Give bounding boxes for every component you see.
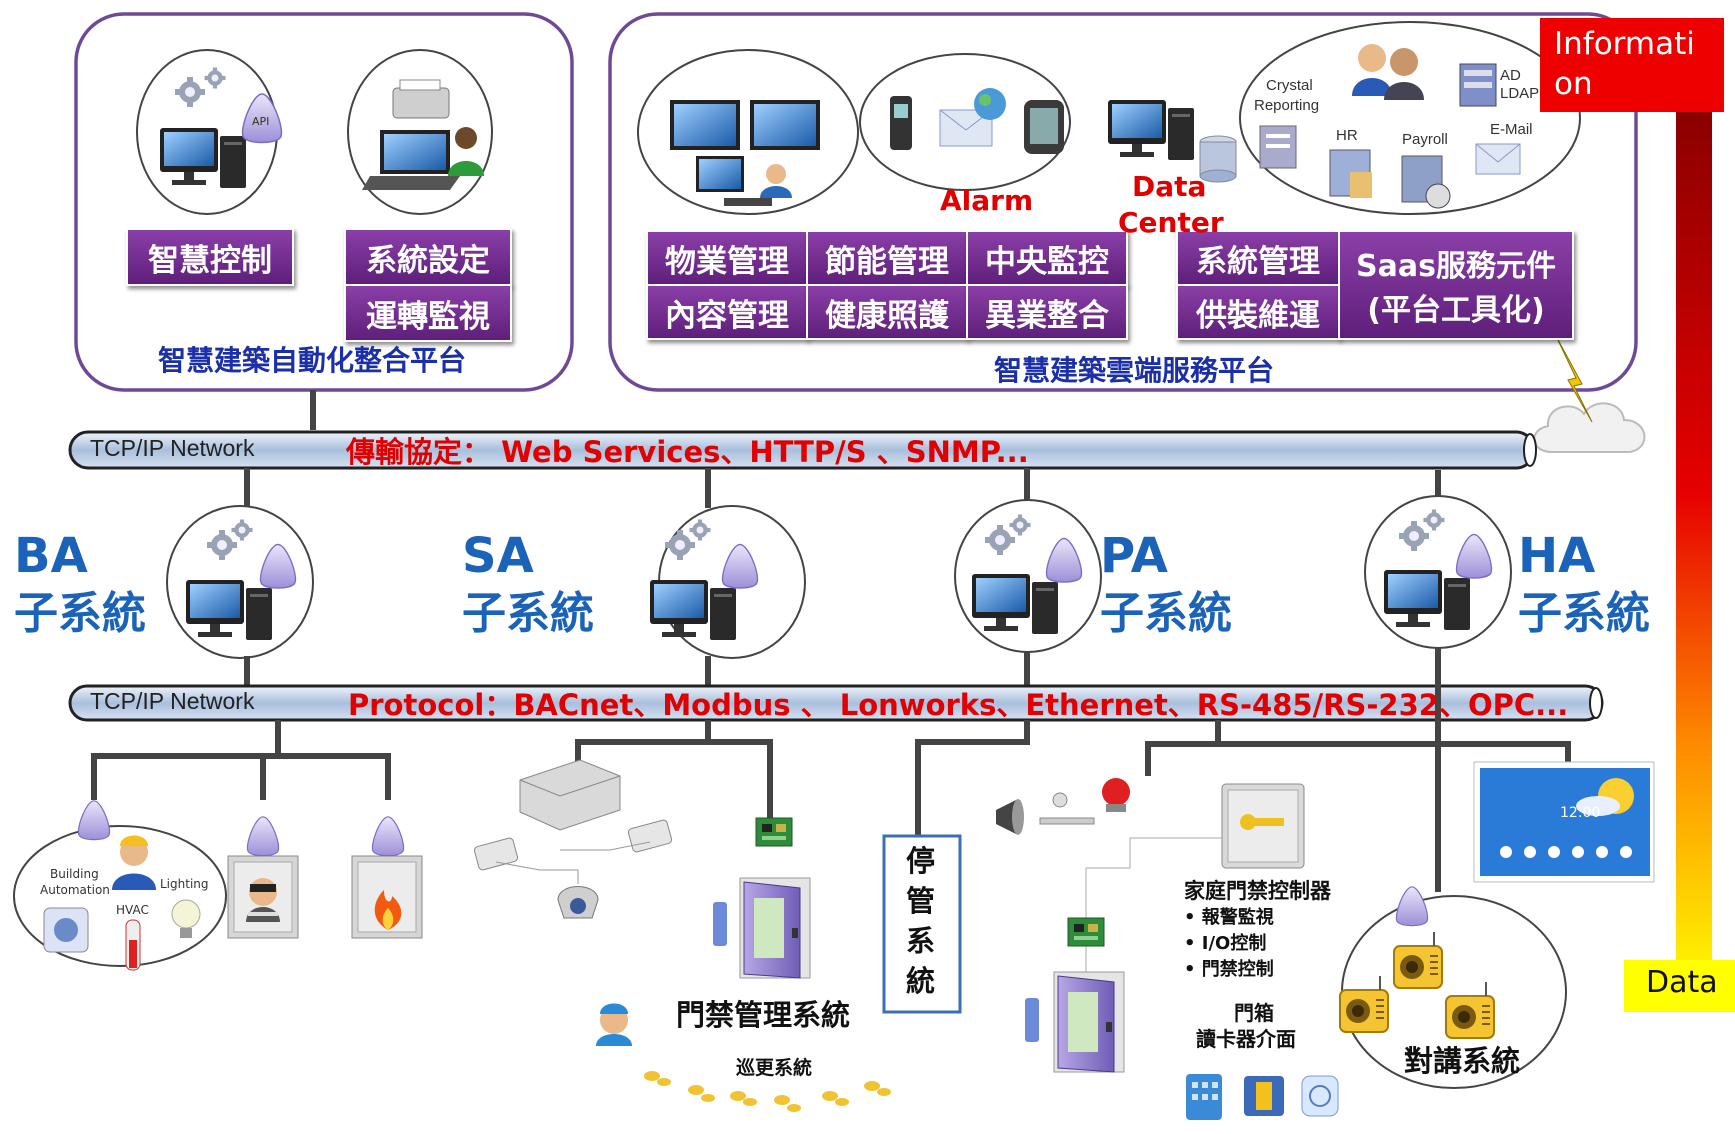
hr-label: HR	[1336, 127, 1358, 144]
saas-components-box[interactable]: Saas服務元件 (平台工具化)	[1338, 230, 1574, 340]
saas-line-1: Saas服務元件	[1356, 249, 1556, 284]
data-center-label-2: Center	[1118, 206, 1224, 239]
ha-subsystem: 子系統	[1518, 588, 1650, 639]
network-2-protocols: Protocol：BACnet、Modbus 、 Lonworks、Ethern…	[348, 688, 1569, 722]
button-system-mgmt[interactable]: 系統管理	[1176, 230, 1340, 286]
information-box: Informati on	[1540, 18, 1724, 112]
pa-abbr: PA	[1100, 528, 1168, 584]
access-control-label: 門禁管理系統	[676, 998, 851, 1032]
automation-label: Automation	[40, 883, 110, 897]
building-label: Building	[50, 867, 99, 881]
home-controller-item-1: • 報警監視	[1184, 907, 1274, 928]
door-box-label: 門箱	[1234, 1001, 1274, 1025]
saas-line-2: (平台工具化)	[1367, 293, 1545, 328]
reporting-label: Reporting	[1254, 97, 1320, 114]
alarm-label: Alarm	[940, 184, 1034, 217]
button-operation-monitoring[interactable]: 運轉監視	[344, 284, 512, 342]
panel-time: 12:00	[1560, 805, 1601, 821]
automation-platform-title: 智慧建築自動化整合平台	[158, 344, 467, 377]
hvac-label: HVAC	[116, 903, 149, 917]
network-1-label: TCP/IP Network	[90, 435, 255, 461]
parking-box	[882, 834, 962, 1014]
parking-char-2: 管	[906, 884, 936, 918]
ba-subsystem: 子系統	[14, 588, 146, 639]
home-controller-item-2: • I/O控制	[1184, 933, 1267, 954]
card-reader-label: 讀卡器介面	[1196, 1027, 1296, 1051]
email-label: E-Mail	[1490, 121, 1533, 138]
data-box	[1624, 960, 1735, 1012]
crystal-label: Crystal	[1266, 77, 1313, 94]
parking-char-4: 統	[906, 964, 936, 998]
api-label: API	[252, 115, 270, 128]
pa-subsystem: 子系統	[1100, 588, 1232, 639]
button-provisioning-ops[interactable]: 供裝維運	[1176, 284, 1340, 340]
button-smart-control[interactable]: 智慧控制	[126, 228, 294, 286]
parking-char-1: 停	[906, 844, 936, 878]
button-energy-mgmt[interactable]: 節能管理	[806, 230, 968, 286]
button-property-mgmt[interactable]: 物業管理	[646, 230, 808, 286]
data-center-label-1: Data	[1132, 170, 1207, 203]
sa-subsystem: 子系統	[462, 588, 594, 639]
button-system-settings[interactable]: 系統設定	[344, 228, 512, 286]
network-1-protocols: 傳輸協定： Web Services、HTTP/S 、SNMP...	[346, 435, 1029, 469]
sa-abbr: SA	[462, 528, 534, 584]
button-cross-industry[interactable]: 異業整合	[966, 284, 1128, 340]
cloud-platform-title: 智慧建築雲端服務平台	[994, 354, 1275, 387]
button-content-mgmt[interactable]: 內容管理	[646, 284, 808, 340]
data-label: Data	[1646, 965, 1718, 1000]
ha-abbr: HA	[1518, 528, 1596, 584]
ldap-label: LDAP	[1500, 85, 1540, 102]
intercom-label: 對講系統	[1404, 1044, 1521, 1078]
button-health-care[interactable]: 健康照護	[806, 284, 968, 340]
ba-abbr: BA	[14, 528, 88, 584]
parking-char-3: 系	[906, 924, 936, 958]
network-2-label: TCP/IP Network	[90, 688, 255, 714]
payroll-label: Payroll	[1402, 131, 1448, 148]
lighting-label: Lighting	[160, 877, 209, 891]
ad-label: AD	[1500, 67, 1521, 84]
home-controller-title: 家庭門禁控制器	[1184, 879, 1331, 903]
home-controller-item-3: • 門禁控制	[1184, 959, 1274, 980]
button-central-monitoring[interactable]: 中央監控	[966, 230, 1128, 286]
patrol-label: 巡更系統	[736, 1057, 813, 1079]
